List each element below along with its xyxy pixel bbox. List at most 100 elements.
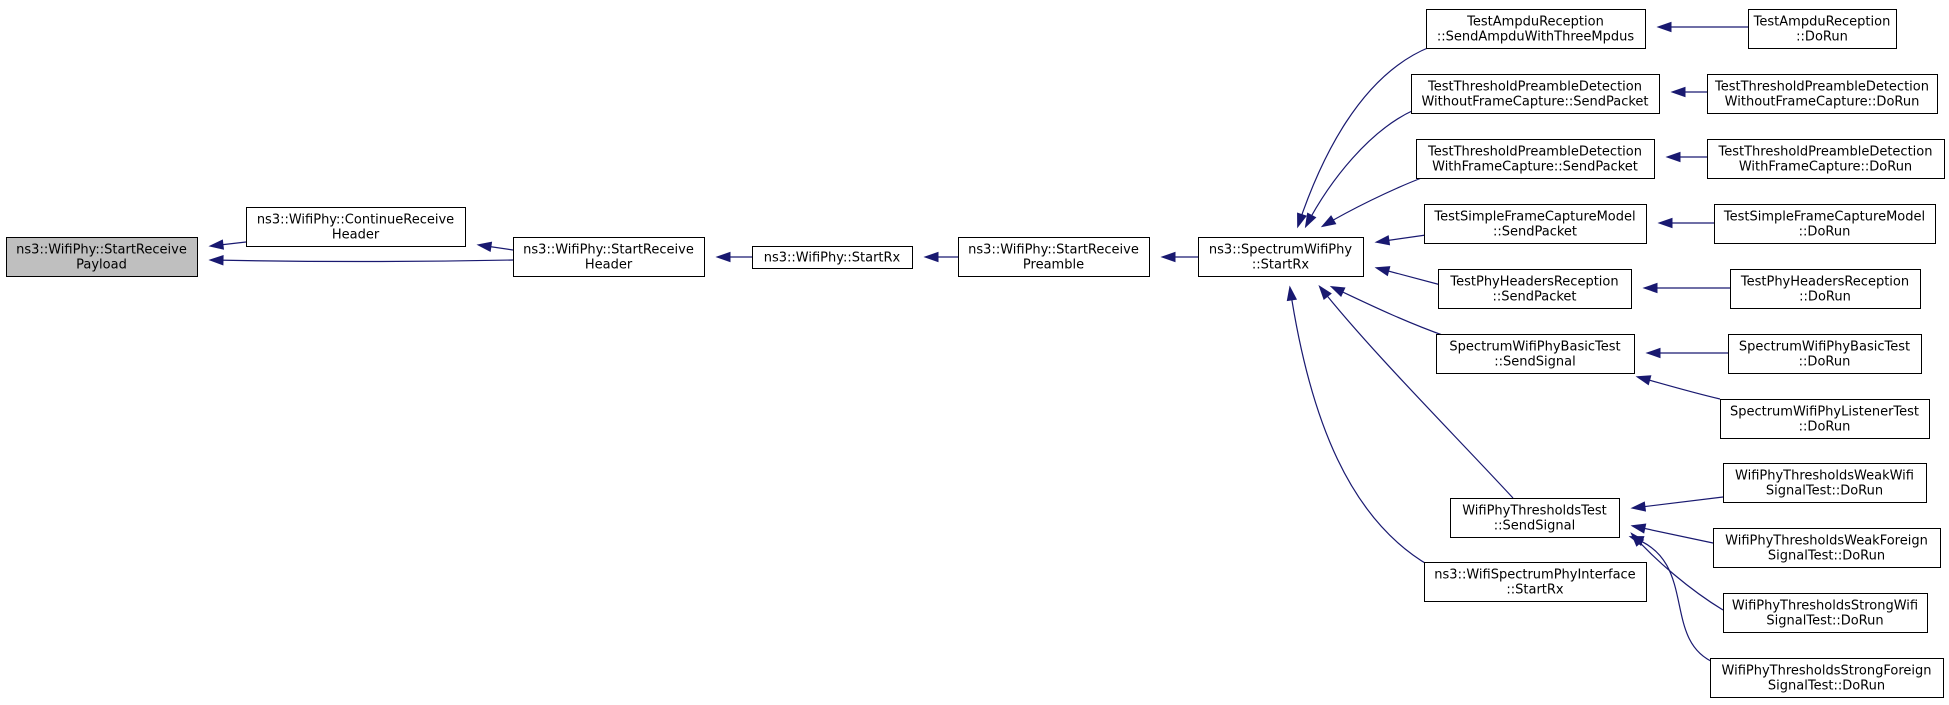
arrowhead: [1374, 235, 1391, 246]
edge-n8-to-n5: [1320, 176, 1425, 228]
node-box: [1714, 204, 1936, 244]
node-label-line: WithFrameCapture::SendPacket: [1432, 160, 1638, 175]
node-n21[interactable]: WifiPhyThresholdsWeakWifiSignalTest::DoR…: [1723, 463, 1927, 503]
edge-n11-to-n5: [1329, 285, 1446, 337]
node-label-line: ::SendPacket: [1492, 290, 1576, 305]
node-label-line: ::SendPacket: [1493, 225, 1577, 240]
edge-line: [1632, 496, 1724, 509]
node-label-line: ns3::WifiPhy::StartRx: [764, 251, 901, 266]
node-n10[interactable]: TestPhyHeadersReception::SendPacket: [1438, 269, 1632, 309]
node-n20[interactable]: SpectrumWifiPhyListenerTest::DoRun: [1720, 399, 1930, 439]
edge-line: [210, 259, 514, 263]
node-box: [1411, 74, 1660, 114]
node-box: [1416, 139, 1655, 179]
node-box: [1713, 528, 1941, 568]
node-box: [1748, 9, 1897, 49]
node-n18[interactable]: TestPhyHeadersReception::DoRun: [1730, 269, 1921, 309]
node-n7[interactable]: TestThresholdPreambleDetectionWithoutFra…: [1411, 74, 1660, 114]
arrowhead: [1630, 501, 1647, 512]
node-n9[interactable]: TestSimpleFrameCaptureModel::SendPacket: [1424, 204, 1647, 244]
node-label-line: ::DoRun: [1799, 225, 1851, 240]
node-n11[interactable]: SpectrumWifiPhyBasicTest::SendSignal: [1436, 334, 1635, 374]
node-box: [1710, 658, 1944, 698]
node-n22[interactable]: WifiPhyThresholdsWeakForeignSignalTest::…: [1713, 528, 1941, 568]
edge-n17-to-n9: [1657, 217, 1714, 229]
edge-n18-to-n10: [1642, 282, 1730, 294]
arrowhead: [1297, 212, 1307, 229]
node-label-line: ns3::WifiPhy::ContinueReceive: [257, 213, 454, 228]
node-label-line: TestSimpleFrameCaptureModel: [1433, 210, 1635, 225]
edge-n21-to-n12: [1630, 496, 1724, 512]
node-n24[interactable]: WifiPhyThresholdsStrongForeignSignalTest…: [1710, 658, 1944, 698]
arrowhead: [1160, 251, 1176, 263]
node-n15[interactable]: TestThresholdPreambleDetectionWithoutFra…: [1707, 74, 1938, 114]
arrowhead: [208, 239, 225, 250]
arrowhead: [1304, 212, 1317, 229]
edge-n16-to-n8: [1665, 151, 1707, 163]
node-n5[interactable]: ns3::SpectrumWifiPhy::StartRx: [1198, 237, 1364, 277]
node-label-line: WithoutFrameCapture::SendPacket: [1421, 95, 1648, 110]
arrowhead: [1635, 375, 1652, 386]
edge-line: [1630, 536, 1716, 664]
node-n23[interactable]: WifiPhyThresholdsStrongWifiSignalTest::D…: [1723, 593, 1928, 633]
edge-line: [1297, 46, 1431, 227]
edge-n20-to-n11: [1635, 375, 1721, 400]
arrowhead: [1286, 285, 1298, 302]
edge-line: [1637, 376, 1721, 400]
node-box: [1436, 334, 1635, 374]
node-label-line: TestThresholdPreambleDetection: [1718, 145, 1933, 160]
node-label-line: ::DoRun: [1799, 355, 1851, 370]
arrowhead: [1630, 523, 1647, 534]
edge-n4-to-n3: [923, 251, 958, 263]
node-label-line: SignalTest::DoRun: [1766, 614, 1883, 629]
node-label-line: Payload: [76, 258, 127, 273]
node-box: [513, 237, 705, 277]
node-label-line: ::SendAmpduWithThreeMpdus: [1437, 30, 1635, 45]
node-label-line: ns3::WifiSpectrumPhyInterface: [1434, 568, 1635, 583]
arrowhead: [715, 251, 731, 263]
node-label-line: TestThresholdPreambleDetection: [1427, 145, 1642, 160]
edge-n3-to-n2: [715, 251, 752, 263]
node-label-line: WithoutFrameCapture::DoRun: [1725, 95, 1920, 110]
node-label-line: Header: [332, 228, 380, 243]
arrowhead: [923, 251, 939, 263]
node-n12[interactable]: WifiPhyThresholdsTest::SendSignal: [1450, 498, 1620, 538]
arrowhead: [1657, 217, 1673, 229]
arrowhead: [476, 241, 493, 252]
edge-n7-to-n5: [1304, 109, 1415, 229]
node-n17[interactable]: TestSimpleFrameCaptureModel::DoRun: [1714, 204, 1936, 244]
node-n6[interactable]: TestAmpduReception::SendAmpduWithThreeMp…: [1426, 9, 1646, 49]
node-n8[interactable]: TestThresholdPreambleDetectionWithFrameC…: [1416, 139, 1655, 179]
node-label-line: SpectrumWifiPhyListenerTest: [1730, 405, 1919, 420]
node-label-line: TestSimpleFrameCaptureModel: [1723, 210, 1925, 225]
node-label-line: TestThresholdPreambleDetection: [1714, 80, 1929, 95]
edge-n15-to-n7: [1670, 86, 1707, 98]
node-label-line: ns3::WifiPhy::StartReceive: [16, 243, 187, 258]
node-box: [1438, 269, 1632, 309]
arrowhead: [1670, 86, 1686, 98]
node-n19[interactable]: SpectrumWifiPhyBasicTest::DoRun: [1728, 334, 1922, 374]
node-label-line: Preamble: [1023, 258, 1084, 273]
edge-n6-to-n5: [1297, 46, 1431, 229]
node-label-line: SignalTest::DoRun: [1766, 484, 1883, 499]
node-label-line: WifiPhyThresholdsWeakWifi: [1735, 469, 1914, 484]
node-label-line: SignalTest::DoRun: [1768, 679, 1885, 694]
node-n3[interactable]: ns3::WifiPhy::StartRx: [752, 246, 913, 269]
arrowhead: [1320, 215, 1337, 228]
node-label-line: ::StartRx: [1506, 583, 1564, 598]
node-n16[interactable]: TestThresholdPreambleDetectionWithFrameC…: [1707, 139, 1945, 179]
edges-layer: [208, 21, 1748, 664]
node-label-line: TestPhyHeadersReception: [1449, 275, 1618, 290]
node-box: [1198, 237, 1364, 277]
node-box: [1723, 593, 1928, 633]
nodes-layer: ns3::WifiPhy::StartReceivePayloadns3::Wi…: [6, 9, 1945, 698]
node-n14[interactable]: TestAmpduReception::DoRun: [1748, 9, 1897, 49]
edge-n14-to-n6: [1656, 21, 1748, 33]
node-n13[interactable]: ns3::WifiSpectrumPhyInterface::StartRx: [1424, 562, 1647, 602]
arrowhead: [1642, 282, 1658, 294]
node-label-line: SpectrumWifiPhyBasicTest: [1739, 340, 1910, 355]
